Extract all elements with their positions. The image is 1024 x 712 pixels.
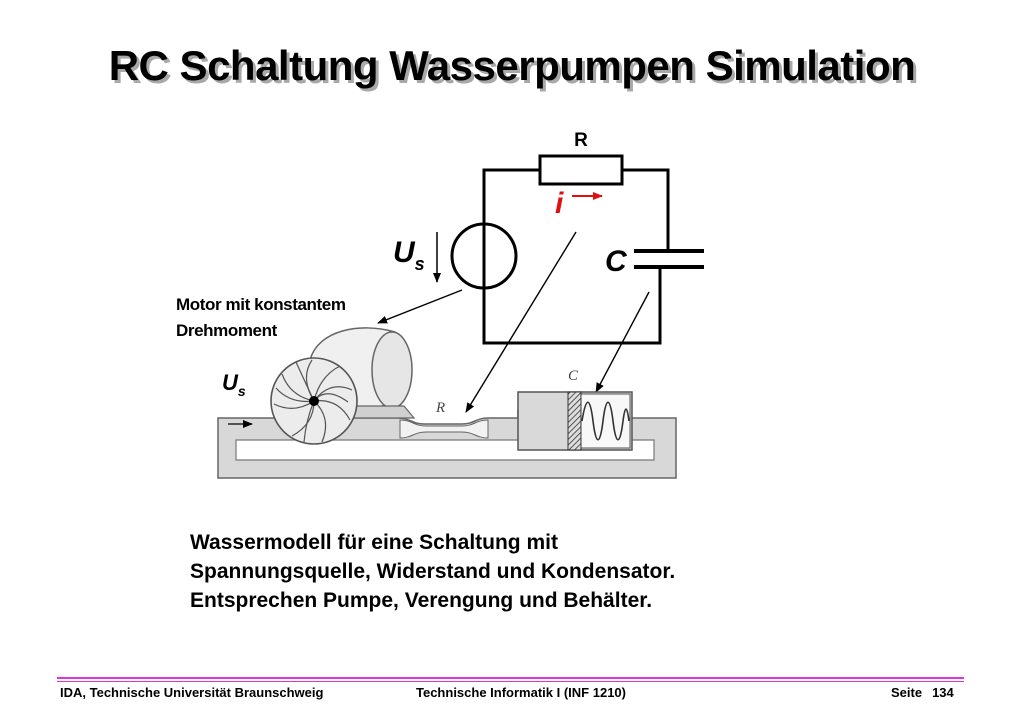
current-label: i: [555, 187, 564, 220]
container-label: C: [568, 368, 579, 384]
page-number: 134: [932, 685, 954, 700]
resistor-symbol: [538, 154, 624, 186]
arrow-capacitor-to-container: [595, 291, 650, 393]
caption-line: Entsprechen Pumpe, Verengung und Behälte…: [190, 589, 653, 612]
source-label-main: U: [393, 236, 416, 269]
arrow-source-to-motor: [377, 289, 463, 324]
pointer-arrows: [377, 231, 650, 413]
caption: Wassermodell für eine Schaltung mit Span…: [190, 528, 830, 615]
caption-line: Spannungsquelle, Widerstand und Kondensa…: [190, 560, 676, 583]
footer-institution: IDA, Technische Universität Braunschweig: [60, 685, 324, 700]
restriction-label: R: [435, 400, 445, 416]
source-label: Us: [393, 236, 425, 274]
container-spring: [581, 401, 630, 441]
footer-divider: [57, 681, 964, 682]
circuit-wire: [622, 168, 670, 248]
circuit: R Us C i: [393, 130, 704, 345]
capacitor-label: C: [605, 245, 628, 278]
resistor-label: R: [574, 130, 588, 151]
page-label: Seite: [891, 685, 923, 700]
motor-label-line1: Motor mit konstantem: [176, 295, 346, 314]
circuit-wire: [482, 168, 662, 345]
source-label-sub: s: [415, 254, 425, 274]
pump-hub: [309, 396, 319, 406]
motor-endcap: [371, 331, 413, 409]
footer-page: Seite 134: [881, 685, 954, 700]
water-model: Motor mit konstantem Drehmoment Us R C: [176, 295, 677, 479]
motor-base: [351, 405, 416, 419]
pump-label: Us: [222, 370, 246, 399]
slide-title: RC Schaltung Wasserpumpen Simulation: [108, 42, 916, 89]
footer-divider: [57, 677, 964, 679]
arrow-current-to-restriction: [465, 231, 577, 413]
footer-course: Technische Informatik I (INF 1210): [416, 685, 626, 700]
caption-line: Wassermodell für eine Schaltung mit: [190, 531, 558, 554]
container-piston: [567, 391, 582, 451]
restriction-tube: [399, 419, 489, 439]
pump-label-main: U: [222, 370, 239, 395]
motor-label-line2: Drehmoment: [176, 321, 278, 340]
pump-label-sub: s: [238, 383, 246, 399]
